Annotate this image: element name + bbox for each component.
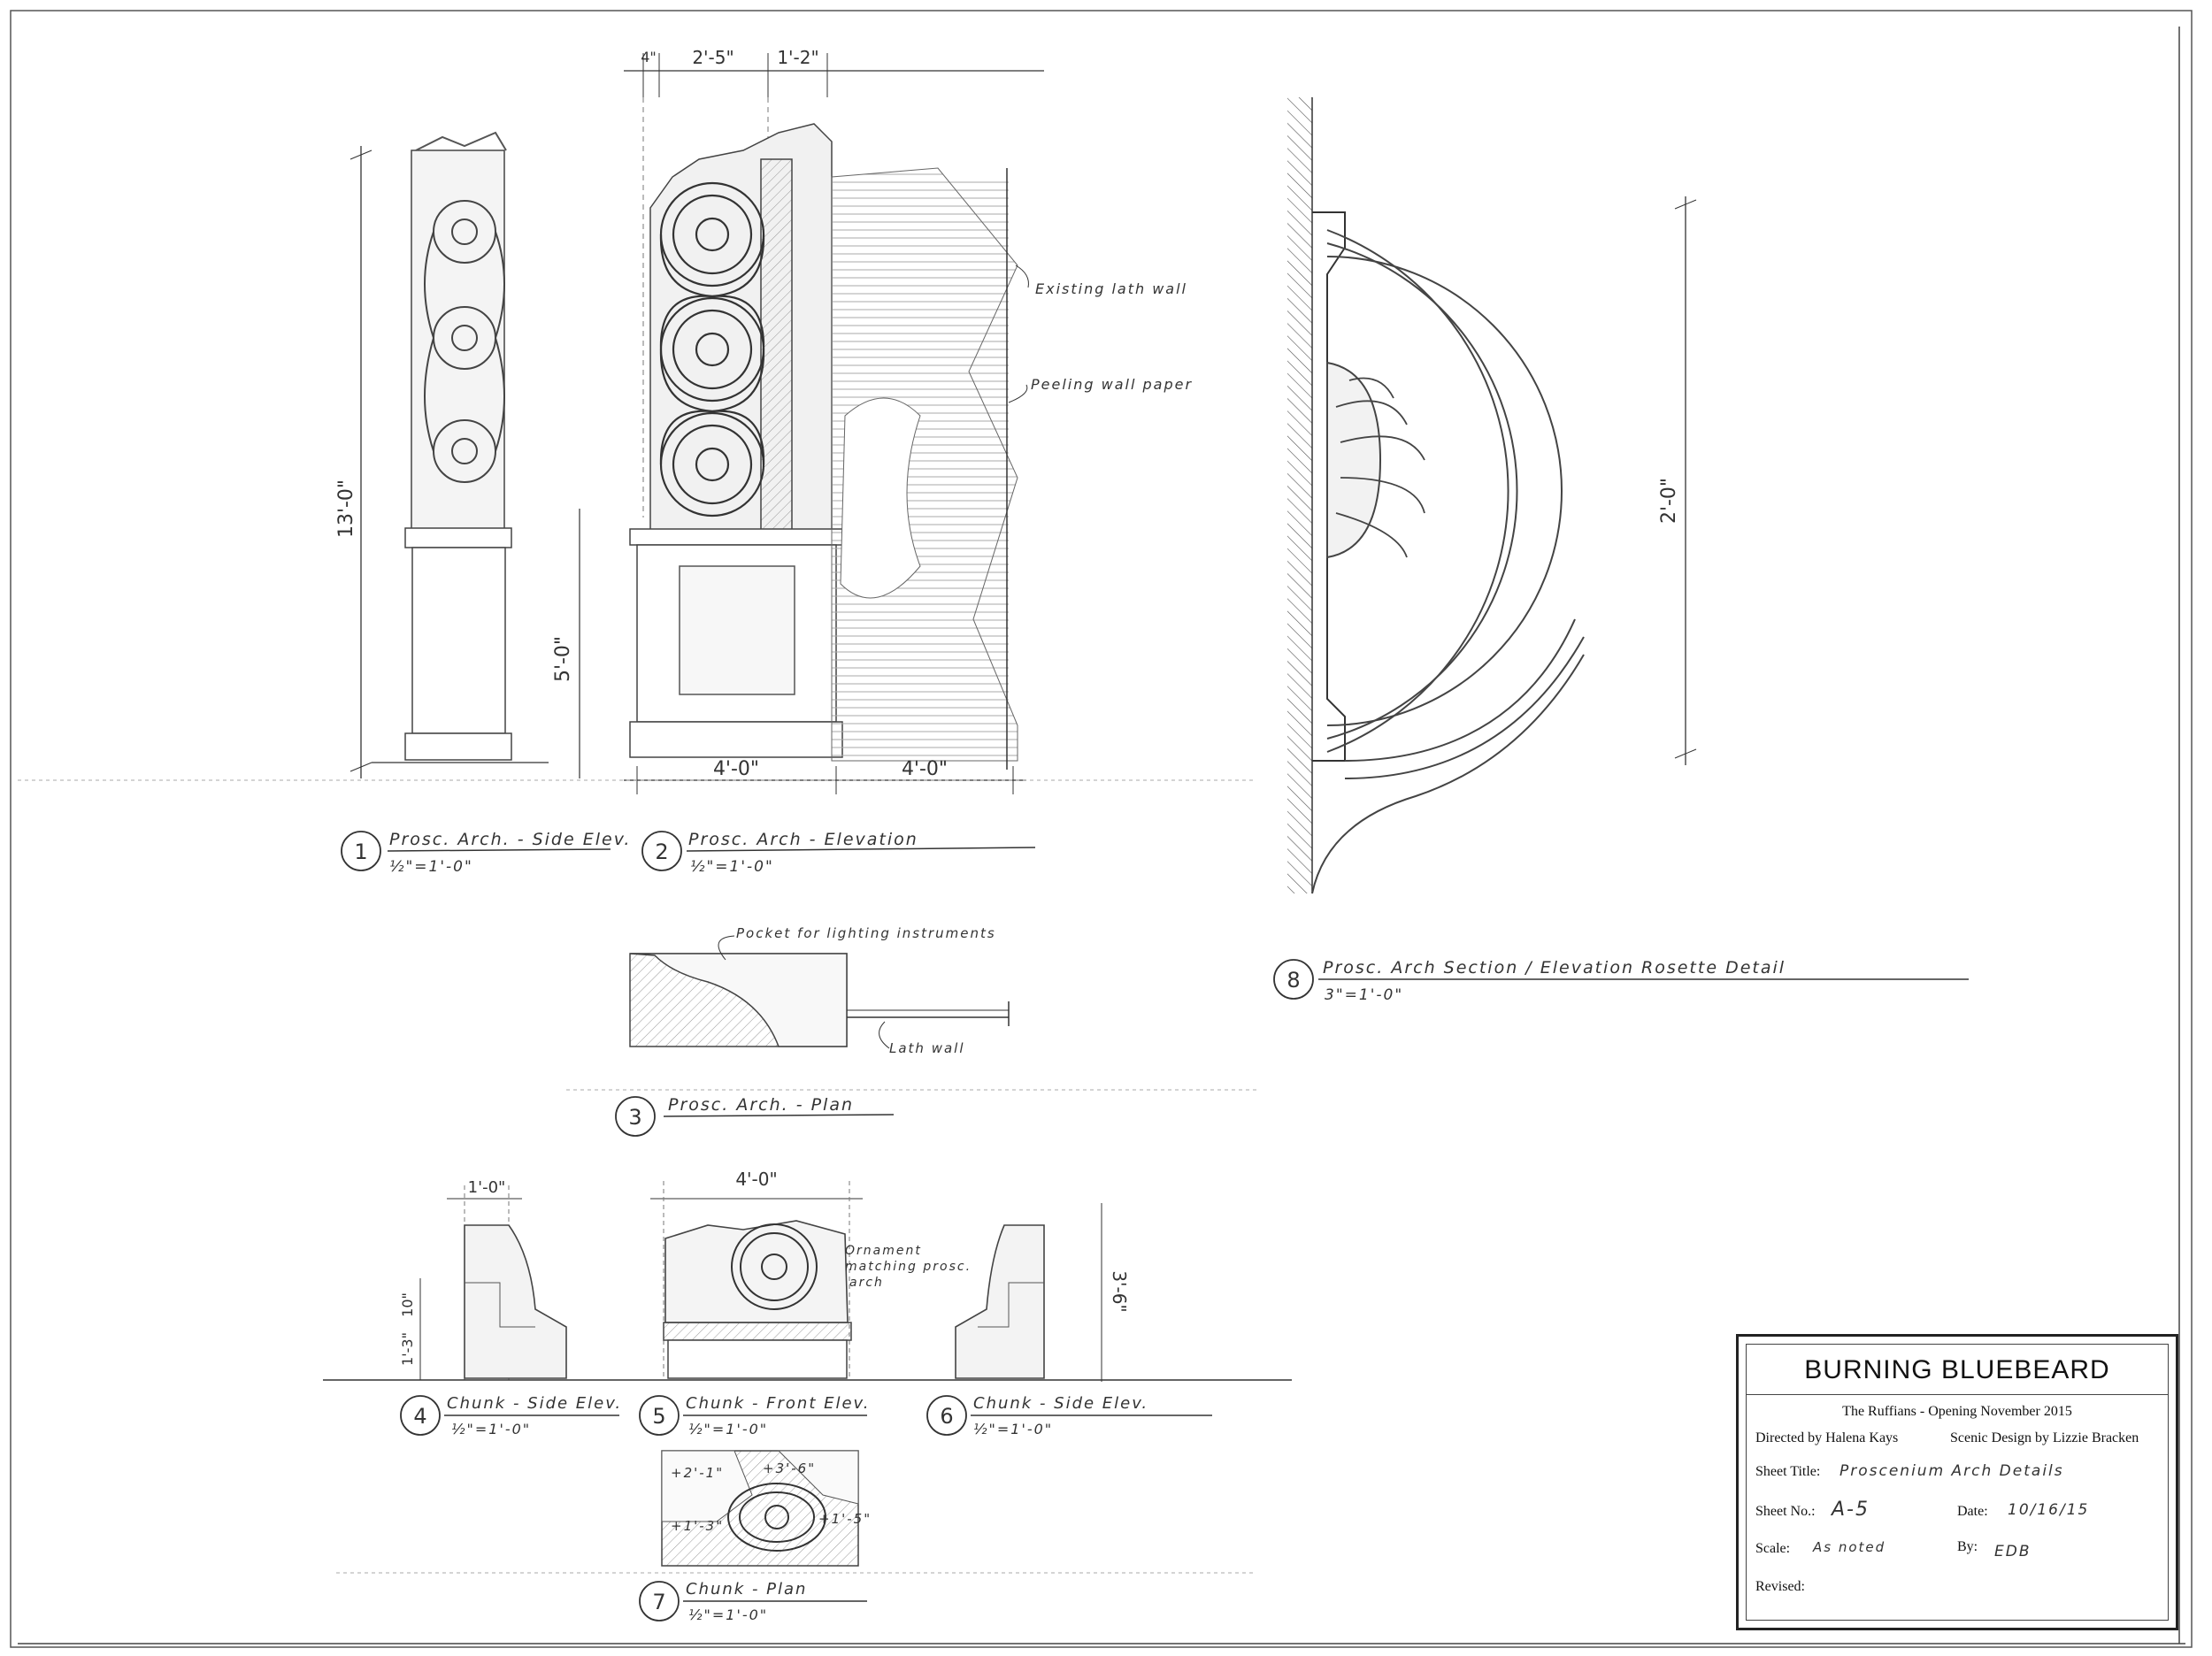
note-existing-lath-wall: Existing lath wall [1035,280,1187,297]
svg-text:Chunk - Front Elev.: Chunk - Front Elev. [686,1394,870,1413]
note-lath-wall: Lath wall [889,1040,965,1056]
revised-label: Revised: [1755,1579,1805,1594]
sheet-title-label: Sheet Title: [1755,1464,1821,1479]
plan-elevation-2-1: +2'-1" [671,1465,724,1481]
dimension-chunk-1-0: 1'-0" [468,1178,506,1197]
view-5-label: 5 Chunk - Front Elev. ½"=1'-0" [639,1394,870,1438]
note-ornament-3: arch [849,1276,884,1290]
note-ornament-2: matching prosc. [845,1260,972,1274]
svg-text:½"=1'-0": ½"=1'-0" [688,1606,768,1623]
svg-text:7: 7 [652,1590,665,1614]
dimension-2-0: 2'-0" [1658,478,1680,524]
dimension-5-0: 5'-0" [552,636,574,682]
svg-text:Chunk - Plan: Chunk - Plan [686,1580,807,1598]
dimension-4-0-right: 4'-0" [902,758,948,780]
svg-text:Chunk - Side Elev.: Chunk - Side Elev. [973,1394,1148,1413]
svg-text:Prosc. Arch Section / Elevatio: Prosc. Arch Section / Elevation Rosette … [1323,958,1786,978]
scale-value: As noted [1813,1539,1886,1555]
svg-text:Chunk - Side Elev.: Chunk - Side Elev. [447,1394,622,1413]
view-1-side-elevation: 13'-0" [335,131,549,778]
svg-text:½"=1'-0": ½"=1'-0" [973,1421,1053,1438]
svg-text:3"=1'-0": 3"=1'-0" [1325,986,1403,1004]
svg-text:3: 3 [628,1105,641,1130]
sheet-no-label: Sheet No.: [1755,1504,1816,1519]
note-pocket-for-lighting: Pocket for lighting instruments [736,925,996,941]
svg-text:2: 2 [655,840,668,864]
view-7-chunk-plan: +2'-1" +3'-6" +1'-3" +1'-5" [661,1450,872,1567]
dimension-chunk-10: 10" [399,1292,416,1317]
svg-text:Prosc. Arch. - Plan: Prosc. Arch. - Plan [668,1095,854,1115]
view-3-label: 3 Prosc. Arch. - Plan [615,1095,895,1137]
dimension-4-0-left: 4'-0" [713,758,759,780]
svg-text:½"=1'-0": ½"=1'-0" [389,858,473,876]
view-8-label: 8 Prosc. Arch Section / Elevation Rosett… [1273,958,1969,1004]
scale-label: Scale: [1755,1541,1791,1556]
dimension-1-2: 1'-2" [777,47,818,68]
svg-text:6: 6 [940,1404,953,1429]
by-value: EDB [1994,1543,2032,1560]
company-line: The Ruffians - Opening November 2015 [1842,1404,2072,1419]
svg-text:½"=1'-0": ½"=1'-0" [688,1421,768,1438]
dimension-2-5: 2'-5" [692,47,733,68]
view-2-label: 2 Prosc. Arch - Elevation ½"=1'-0" [641,830,1036,876]
plan-elevation-3-6: +3'-6" [763,1460,816,1476]
dimension-chunk-1-3: 1'-3" [399,1332,416,1366]
svg-text:1: 1 [354,840,367,864]
view-4-label: 4 Chunk - Side Elev. ½"=1'-0" [400,1394,622,1438]
title-block: BURNING BLUEBEARD The Ruffians - Opening… [1736,1334,2178,1630]
by-label: By: [1957,1539,1978,1554]
plan-elevation-1-3: +1'-3" [671,1518,724,1534]
view-8-rosette-detail: 2'-0" [1287,97,1697,894]
plan-elevation-1-5: +1'-5" [818,1511,872,1527]
svg-text:8: 8 [1286,968,1300,993]
svg-text:Prosc. Arch. - Side Elev.: Prosc. Arch. - Side Elev. [389,830,631,849]
view-3-plan: Pocket for lighting instruments Lath wal… [629,925,1010,1056]
dimension-top-small: 4" [641,49,657,65]
svg-text:½"=1'-0": ½"=1'-0" [451,1421,531,1438]
svg-text:4: 4 [413,1404,426,1429]
view-2-arch-elevation: 4" 2'-5" 1'-2" 5'-0" 4'-0" 4'-0" [552,47,1193,794]
dimension-chunk-3-6: 3'-6" [1109,1270,1130,1312]
directed-by: Directed by Halena Kays [1755,1430,1899,1445]
dimension-13-0: 13'-0" [335,479,357,538]
view-6-chunk-side-elevation: 3'-6" [955,1203,1130,1382]
view-5-chunk-front-elevation: 4'-0" Ornament matching prosc. arch [650,1169,972,1380]
sheet-no-value: A-5 [1832,1499,1870,1521]
view-1-label: 1 Prosc. Arch. - Side Elev. ½"=1'-0" [341,830,631,876]
note-peeling-wall-paper: Peeling wall paper [1031,376,1193,393]
sheet-border [10,10,2193,1648]
date-value: 10/16/15 [2008,1501,2090,1519]
view-4-chunk-side-elevation: 1'-0" 10" 1'-3" [399,1178,567,1380]
view-6-label: 6 Chunk - Side Elev. ½"=1'-0" [926,1394,1212,1438]
dimension-chunk-4-0: 4'-0" [735,1169,777,1190]
scenic-design: Scenic Design by Lizzie Bracken [1950,1430,2139,1445]
svg-text:Prosc. Arch - Elevation: Prosc. Arch - Elevation [688,830,918,849]
note-ornament-1: Ornament [845,1244,922,1258]
project-title: BURNING BLUEBEARD [1804,1355,2110,1384]
svg-text:5: 5 [652,1404,665,1429]
svg-text:½"=1'-0": ½"=1'-0" [690,858,774,876]
view-7-label: 7 Chunk - Plan ½"=1'-0" [639,1580,867,1623]
date-label: Date: [1957,1504,1988,1519]
sheet-title-value: Proscenium Arch Details [1839,1462,2064,1480]
